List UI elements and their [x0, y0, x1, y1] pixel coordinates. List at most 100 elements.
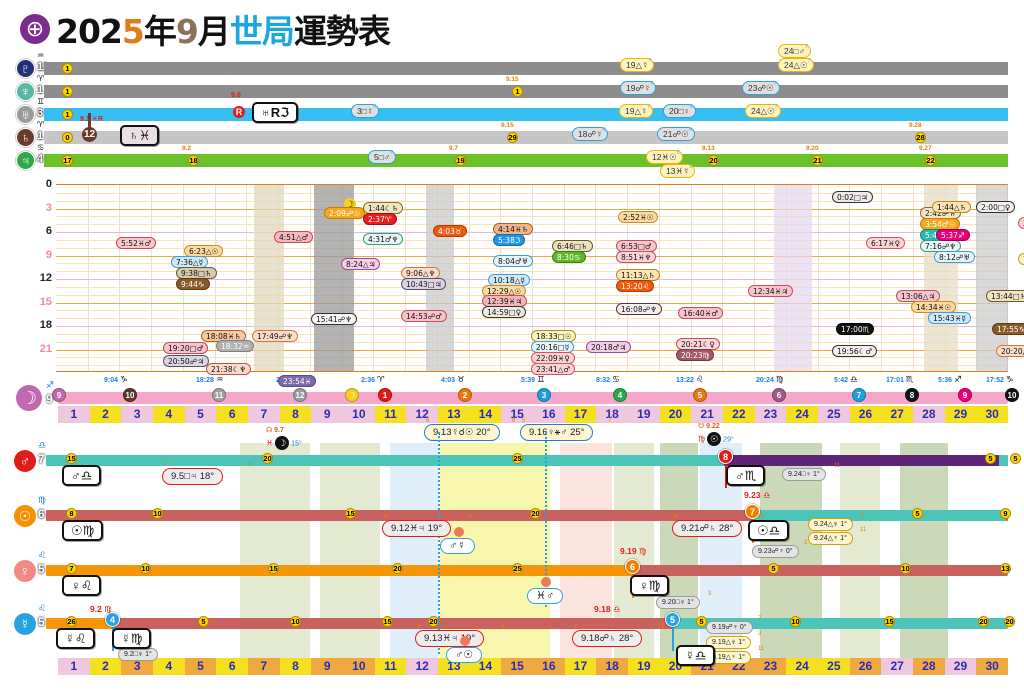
- sign-label-neptune: ♈: [37, 74, 45, 83]
- planet-bar-saturn: [44, 131, 1008, 144]
- daymark-mars-0: 15: [66, 453, 77, 464]
- daymark-sun-3: 20: [530, 508, 541, 519]
- time-event-10: 4:51△♂: [274, 231, 314, 243]
- top-aspect-orb-r-0: 6: [512, 418, 516, 424]
- moon-ingress-8: 20:24 ♍: [756, 374, 784, 384]
- node-annotation-1: ☋ 9.22♍☉29°: [698, 422, 734, 446]
- top-aspect-orb-l-0: 6: [426, 418, 430, 424]
- planet-glyph-mars: ♂: [14, 450, 36, 472]
- time-event-9: 9:44♑: [176, 278, 210, 290]
- connector-dashline-0: [438, 432, 440, 654]
- time-grid-plot: ☽2:09☍☉1:44☾♄2:37♈4:31♂♆4:03♉5:52♓♂6:23△…: [56, 184, 1024, 387]
- node-degree-0: 15°: [291, 440, 302, 448]
- daymark-mercury-8: 20: [978, 616, 989, 627]
- grid-vline-16: [563, 185, 565, 371]
- aspect-pill-jupiter-0: 5□♂7: [368, 150, 397, 164]
- daymark-neptune-0: 1: [62, 86, 73, 97]
- time-event-30: 16:08☍♆: [616, 303, 662, 315]
- moon-phase-marker-1: 10: [123, 388, 137, 402]
- moon-phase-marker-3: 12: [293, 388, 307, 402]
- page-title: ⊕ 2025年9月世局運勢表: [20, 5, 391, 53]
- date-cell-14: 15: [501, 658, 533, 675]
- planet-bar3-mercury: [672, 618, 1007, 629]
- time-event-48: 2:00□♀: [976, 201, 1016, 213]
- time-event-66: 23:54♓: [278, 375, 317, 387]
- daymark-uranus-0: 1: [62, 109, 73, 120]
- grid-hline-18: [56, 326, 1007, 327]
- degree-label-sun: 6: [38, 507, 45, 521]
- daymark-mars-2: 25: [512, 453, 523, 464]
- sign-badge2-mars: ♂♏: [726, 465, 766, 486]
- grid-hline-1: [56, 192, 1007, 194]
- title-part-1: 5: [121, 12, 145, 51]
- aspect-orb-saturn-0: 6: [602, 127, 606, 133]
- grid-vline-17: [595, 185, 597, 371]
- voc-band-0: [254, 185, 284, 371]
- date-cell-1: 2: [89, 658, 122, 675]
- aspect-pill-pluto-0: 19△☿7: [620, 58, 655, 72]
- planet-bar2-mars: [724, 455, 999, 466]
- date-cell-11: 12: [406, 406, 438, 423]
- date-cell-27: 28: [913, 406, 945, 423]
- top-aspect-orb-l-1: 5: [522, 418, 526, 424]
- grid-vline-27: [912, 185, 914, 371]
- aspect-orb-uranus-2: 6: [689, 104, 693, 110]
- date-cell-7: 8: [279, 406, 312, 423]
- sign-badge-mars: ♂♎: [62, 465, 102, 486]
- title-part-6: 運勢表: [293, 12, 391, 51]
- connector-dashline-1: [545, 432, 547, 607]
- grid-hline-16: [56, 310, 1007, 312]
- aspect-small-orb-venus-0: 3: [708, 591, 712, 597]
- daymark-jupiter-2: 19: [455, 155, 466, 166]
- grid-hline-15: [56, 302, 1007, 304]
- moon-phase-marker-6: 2: [458, 388, 472, 402]
- grid-vline-24: [817, 185, 819, 371]
- daymark-mercury-2: 10: [290, 616, 301, 627]
- title-part-2: 年: [143, 12, 177, 51]
- daymark-saturn-0: 0: [62, 132, 73, 143]
- grid-hline-3: [56, 208, 1007, 210]
- grid-hline-17: [56, 318, 1007, 320]
- grid-vline-2: [119, 185, 121, 371]
- retro-R-uranus: R: [233, 106, 245, 118]
- date-cell-25: 26: [849, 406, 882, 423]
- moon-ingress-sign-3: ♈: [376, 374, 385, 384]
- date-label-jupiter-1: 9.2: [182, 145, 192, 152]
- aspect-orb-neptune-1: 7: [773, 81, 777, 87]
- aspect-dot-sun: [454, 527, 464, 537]
- aspect-dot-venus: [541, 577, 551, 587]
- date-cell-17: 18: [596, 406, 628, 423]
- aspect-small-sun-1: 9.24△♆ 1°: [808, 532, 853, 545]
- aspect-small-sun-2: 9.23☍♆ 0°: [752, 545, 799, 558]
- aspect-orb-pluto-1: 7: [804, 44, 808, 50]
- moon-ingress-sign-4: ♉: [456, 374, 465, 384]
- moon-ingress-sign-0: ♑: [119, 374, 128, 384]
- sign-label-sun: ♍: [38, 495, 47, 505]
- planet-bar-jupiter: [44, 154, 1008, 167]
- date-cell-0: 1: [58, 406, 90, 423]
- grid-hline-13: [56, 286, 1007, 288]
- aspect-small-sun-0: 9.24△♅ 1°: [808, 518, 853, 531]
- time-event-40: 0:02□♃: [832, 191, 873, 203]
- date-cell-28: 29: [944, 658, 977, 675]
- moon-phase-marker-0: 9: [52, 388, 66, 402]
- aspect-small-orb-mercury-1: 7: [758, 616, 762, 622]
- sign-label-saturn: ♈: [37, 120, 45, 129]
- date-cell-11: 12: [406, 658, 438, 675]
- date-label-jupiter-2: 9.7: [449, 145, 459, 152]
- aspect-pill-neptune-1: 23☍☉7: [742, 81, 780, 95]
- degree-label-venus: 5: [38, 562, 45, 576]
- daymark-saturn-1: 29: [507, 132, 518, 143]
- planet-glyph-saturn: ♄: [16, 128, 35, 147]
- daymark-mercury-5: 5: [696, 616, 707, 627]
- top-aspect-oval-1: 9.16♀⚹♂ 25°: [520, 424, 594, 441]
- title-text: 2025年9月世局運勢表: [56, 5, 391, 53]
- node-label-1: ☋ 9.22: [698, 423, 720, 430]
- planet-glyph-jupiter: ♃: [16, 151, 35, 170]
- daymark-jupiter-1: 18: [188, 155, 199, 166]
- aspect-orb-l-sun-1: 6: [674, 514, 678, 520]
- time-event-22: 8:04♂♅: [493, 255, 534, 267]
- aspect-pill-saturn-1: 21☍☉6: [657, 127, 695, 141]
- date-cell-16: 17: [564, 406, 597, 423]
